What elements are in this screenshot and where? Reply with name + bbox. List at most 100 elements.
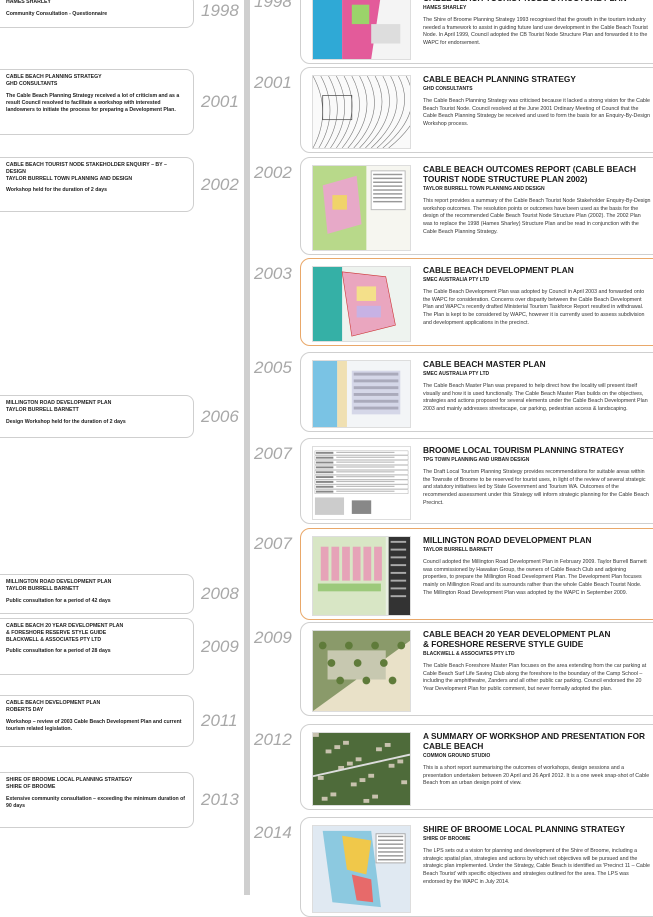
event-description: Community Consultation - Questionnaire (6, 10, 108, 17)
document-title: BROOME LOCAL TOURISM PLANNING STRATEGY (423, 445, 624, 455)
document-author: TAYLOR BURRELL TOWN PLANNING AND DESIGN (423, 185, 545, 192)
document-summary: The Shire of Broome Planning Strategy 19… (423, 16, 648, 46)
document-title: MILLINGTON ROAD DEVELOPMENT PLAN (423, 535, 592, 545)
left-event-card: CABLE BEACH 20 YEAR DEVELOPMENT PLAN& FO… (0, 618, 194, 675)
document-summary: The Cable Beach Master Plan was prepared… (423, 382, 648, 412)
timeline-spine (244, 0, 250, 895)
document-author: COMMON GROUND STUDIO (423, 752, 491, 759)
year-label-left: 2008 (201, 584, 239, 603)
year-label-left: 1998 (201, 1, 239, 20)
document-summary: This is a short report summarising the o… (423, 764, 650, 787)
event-description: Public consultation for a period of 28 d… (6, 648, 111, 655)
year-label-right: 2014 (254, 823, 292, 842)
document-title: CABLE BEACH DEVELOPMENT PLAN (423, 265, 574, 275)
year-label-left: 2001 (201, 92, 239, 111)
document-thumbnail (312, 536, 411, 616)
document-author: GHD CONSULTANTS (423, 85, 473, 92)
event-title: CABLE BEACH TOURIST NODE STAKEHOLDER ENQ… (6, 162, 167, 182)
document-card: A SUMMARY OF WORKSHOP AND PRESENTATION F… (300, 724, 653, 810)
document-summary: The LPS sets out a vision for planning a… (423, 847, 650, 885)
document-card: CABLE BEACH TOURIST NODE STRUCTURE PLANH… (300, 0, 653, 64)
document-thumbnail (312, 0, 411, 60)
document-card: CABLE BEACH OUTCOMES REPORT (CABLE BEACH… (300, 157, 653, 255)
document-thumbnail (312, 630, 411, 712)
document-title: CABLE BEACH OUTCOMES REPORT (CABLE BEACH… (423, 164, 636, 184)
document-thumbnail (312, 825, 411, 913)
document-author: TPG TOWN PLANNING AND URBAN DESIGN (423, 456, 530, 463)
year-label-right: 2002 (254, 163, 292, 182)
document-summary: Council adopted the Millington Road Deve… (423, 558, 647, 596)
year-label-right: 2009 (254, 628, 292, 647)
year-label-right: 2001 (254, 73, 292, 92)
document-author: SHIRE OF BROOME (423, 835, 471, 842)
document-author: SMEC AUSTRALIA PTY LTD (423, 370, 490, 377)
document-author: TAYLOR BURRELL BARNETT (423, 546, 494, 553)
document-card: CABLE BEACH 20 YEAR DEVELOPMENT PLAN& FO… (300, 622, 653, 716)
event-description: Public consultation for a period of 42 d… (6, 597, 111, 604)
document-title: CABLE BEACH PLANNING STRATEGY (423, 74, 576, 84)
document-text: CABLE BEACH OUTCOMES REPORT (CABLE BEACH… (423, 164, 651, 236)
year-label-left: 2013 (201, 790, 239, 809)
document-title: A SUMMARY OF WORKSHOP AND PRESENTATION F… (423, 731, 646, 751)
document-summary: The Cable Beach Planning Strategy was cr… (423, 97, 651, 127)
document-text: CABLE BEACH 20 YEAR DEVELOPMENT PLAN& FO… (423, 629, 651, 694)
event-description: Design Workshop held for the duration of… (6, 418, 126, 425)
document-summary: The Draft Local Tourism Planning Strateg… (423, 468, 649, 506)
year-label-left: 2009 (201, 636, 239, 656)
document-thumbnail (312, 165, 411, 251)
document-author: SMEC AUSTRALIA PTY LTD (423, 276, 490, 283)
document-thumbnail (312, 75, 411, 149)
event-title: HAMES SHARLEY (6, 0, 51, 5)
year-label-left: 2002 (201, 174, 239, 194)
left-event-card: HAMES SHARLEY Community Consultation - Qu… (0, 0, 194, 28)
year-label-right: 2007 (254, 444, 292, 463)
year-label-left: 2011 (201, 711, 238, 730)
document-summary: This report provides a summary of the Ca… (423, 197, 651, 235)
document-text: CABLE BEACH TOURIST NODE STRUCTURE PLANH… (423, 0, 651, 48)
event-description: Workshop – review of 2003 Cable Beach De… (6, 718, 182, 732)
left-event-card: CABLE BEACH TOURIST NODE STAKEHOLDER ENQ… (0, 157, 194, 212)
event-description: Workshop held for the duration of 2 days (6, 187, 108, 194)
document-thumbnail (312, 446, 411, 520)
document-thumbnail (312, 360, 411, 428)
event-title: CABLE BEACH 20 YEAR DEVELOPMENT PLAN& FO… (6, 623, 124, 643)
document-text: A SUMMARY OF WORKSHOP AND PRESENTATION F… (423, 731, 651, 788)
document-summary: The Cable Beach Foreshore Master Plan fo… (423, 662, 647, 692)
document-author: HAMES SHARLEY (423, 4, 467, 11)
document-author: BLACKWELL & ASSOCIATES PTY LTD (423, 650, 515, 657)
document-title: SHIRE OF BROOME LOCAL PLANNING STRATEGY (423, 824, 626, 834)
document-thumbnail (312, 266, 411, 342)
year-label-right: 2005 (254, 358, 292, 377)
year-label-left: 2006 (201, 406, 239, 426)
document-thumbnail (312, 732, 411, 806)
document-title: CABLE BEACH TOURIST NODE STRUCTURE PLAN (423, 0, 651, 4)
event-description: Extensive community consultation – excee… (6, 795, 185, 809)
document-summary: The Cable Beach Development Plan was ado… (423, 288, 645, 326)
document-title: CABLE BEACH 20 YEAR DEVELOPMENT PLAN& FO… (423, 629, 611, 649)
year-label-right: 1998 (254, 0, 292, 11)
event-description: The Cable Beach Planning Strategy receiv… (6, 92, 180, 113)
year-label-right: 2012 (254, 730, 292, 749)
